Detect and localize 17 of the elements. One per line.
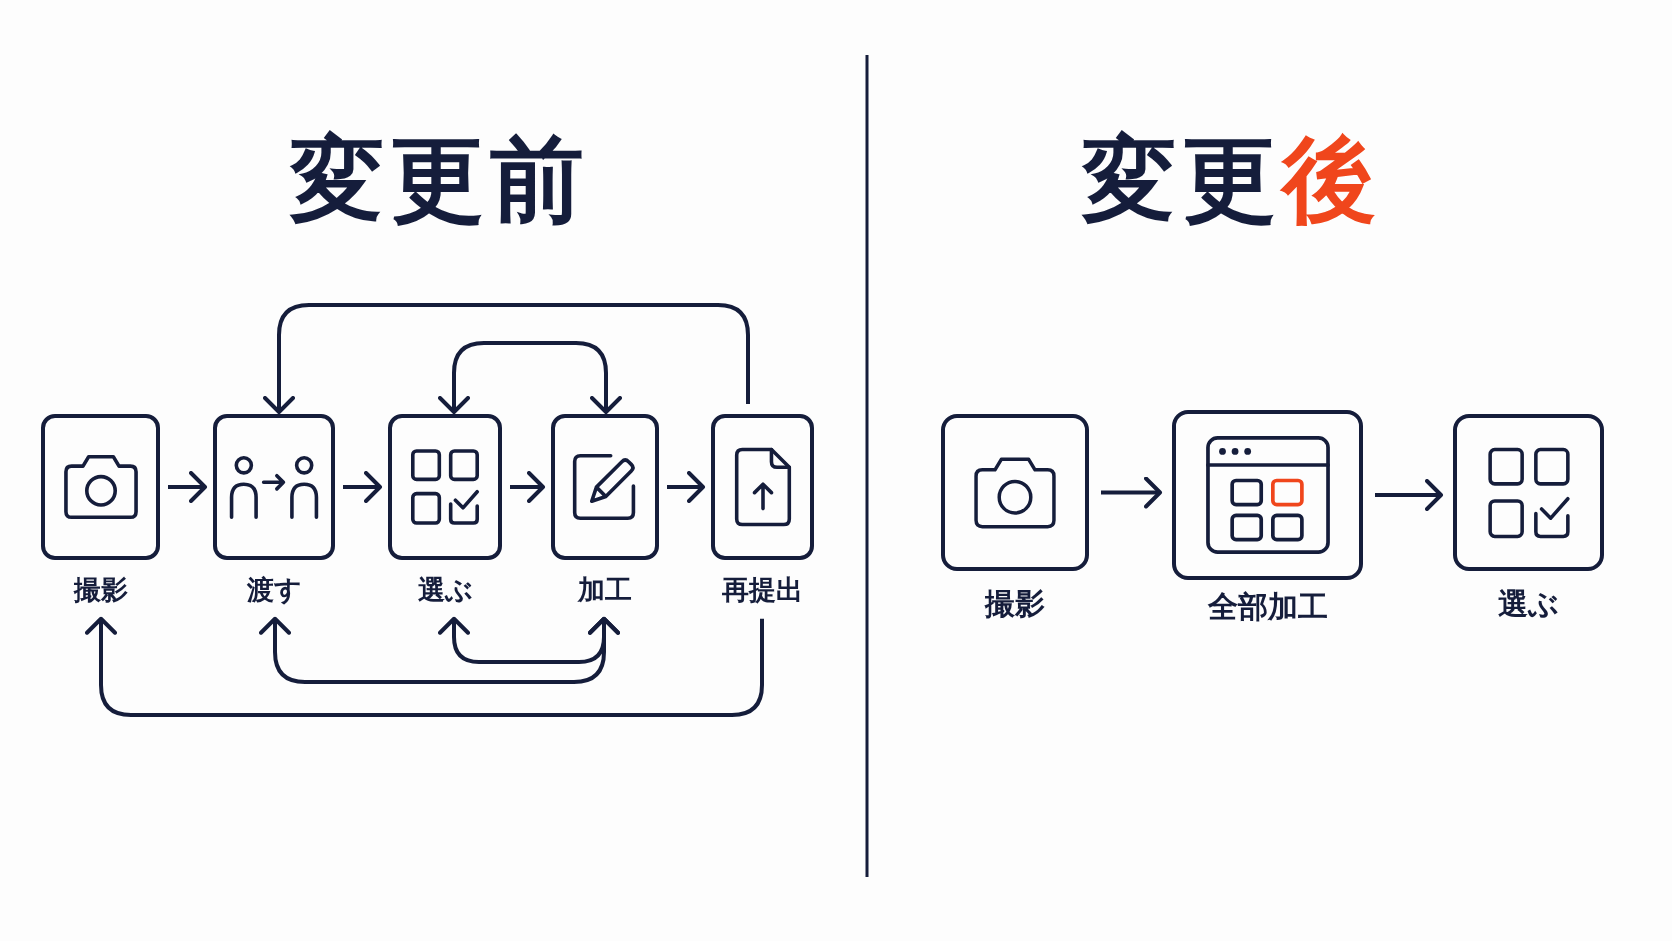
arrow — [343, 471, 382, 503]
step-label: 撮影 — [985, 585, 1045, 623]
loop-arrow — [438, 341, 622, 414]
step-label: 渡す — [246, 573, 302, 607]
step-label: 撮影 — [73, 573, 128, 607]
loop-arrow — [259, 616, 620, 684]
step-label: 全部加工 — [1207, 588, 1328, 626]
step-label: 再提出 — [722, 573, 803, 607]
arrow — [1101, 476, 1162, 509]
step-label: 選ぶ — [1498, 585, 1559, 623]
arrow — [510, 471, 545, 503]
loop-arrow — [85, 616, 764, 717]
arrow — [667, 471, 705, 503]
step-label: 加工 — [578, 573, 632, 607]
arrow — [1375, 479, 1443, 511]
step-label: 選ぶ — [417, 573, 473, 607]
arrow — [168, 471, 207, 503]
